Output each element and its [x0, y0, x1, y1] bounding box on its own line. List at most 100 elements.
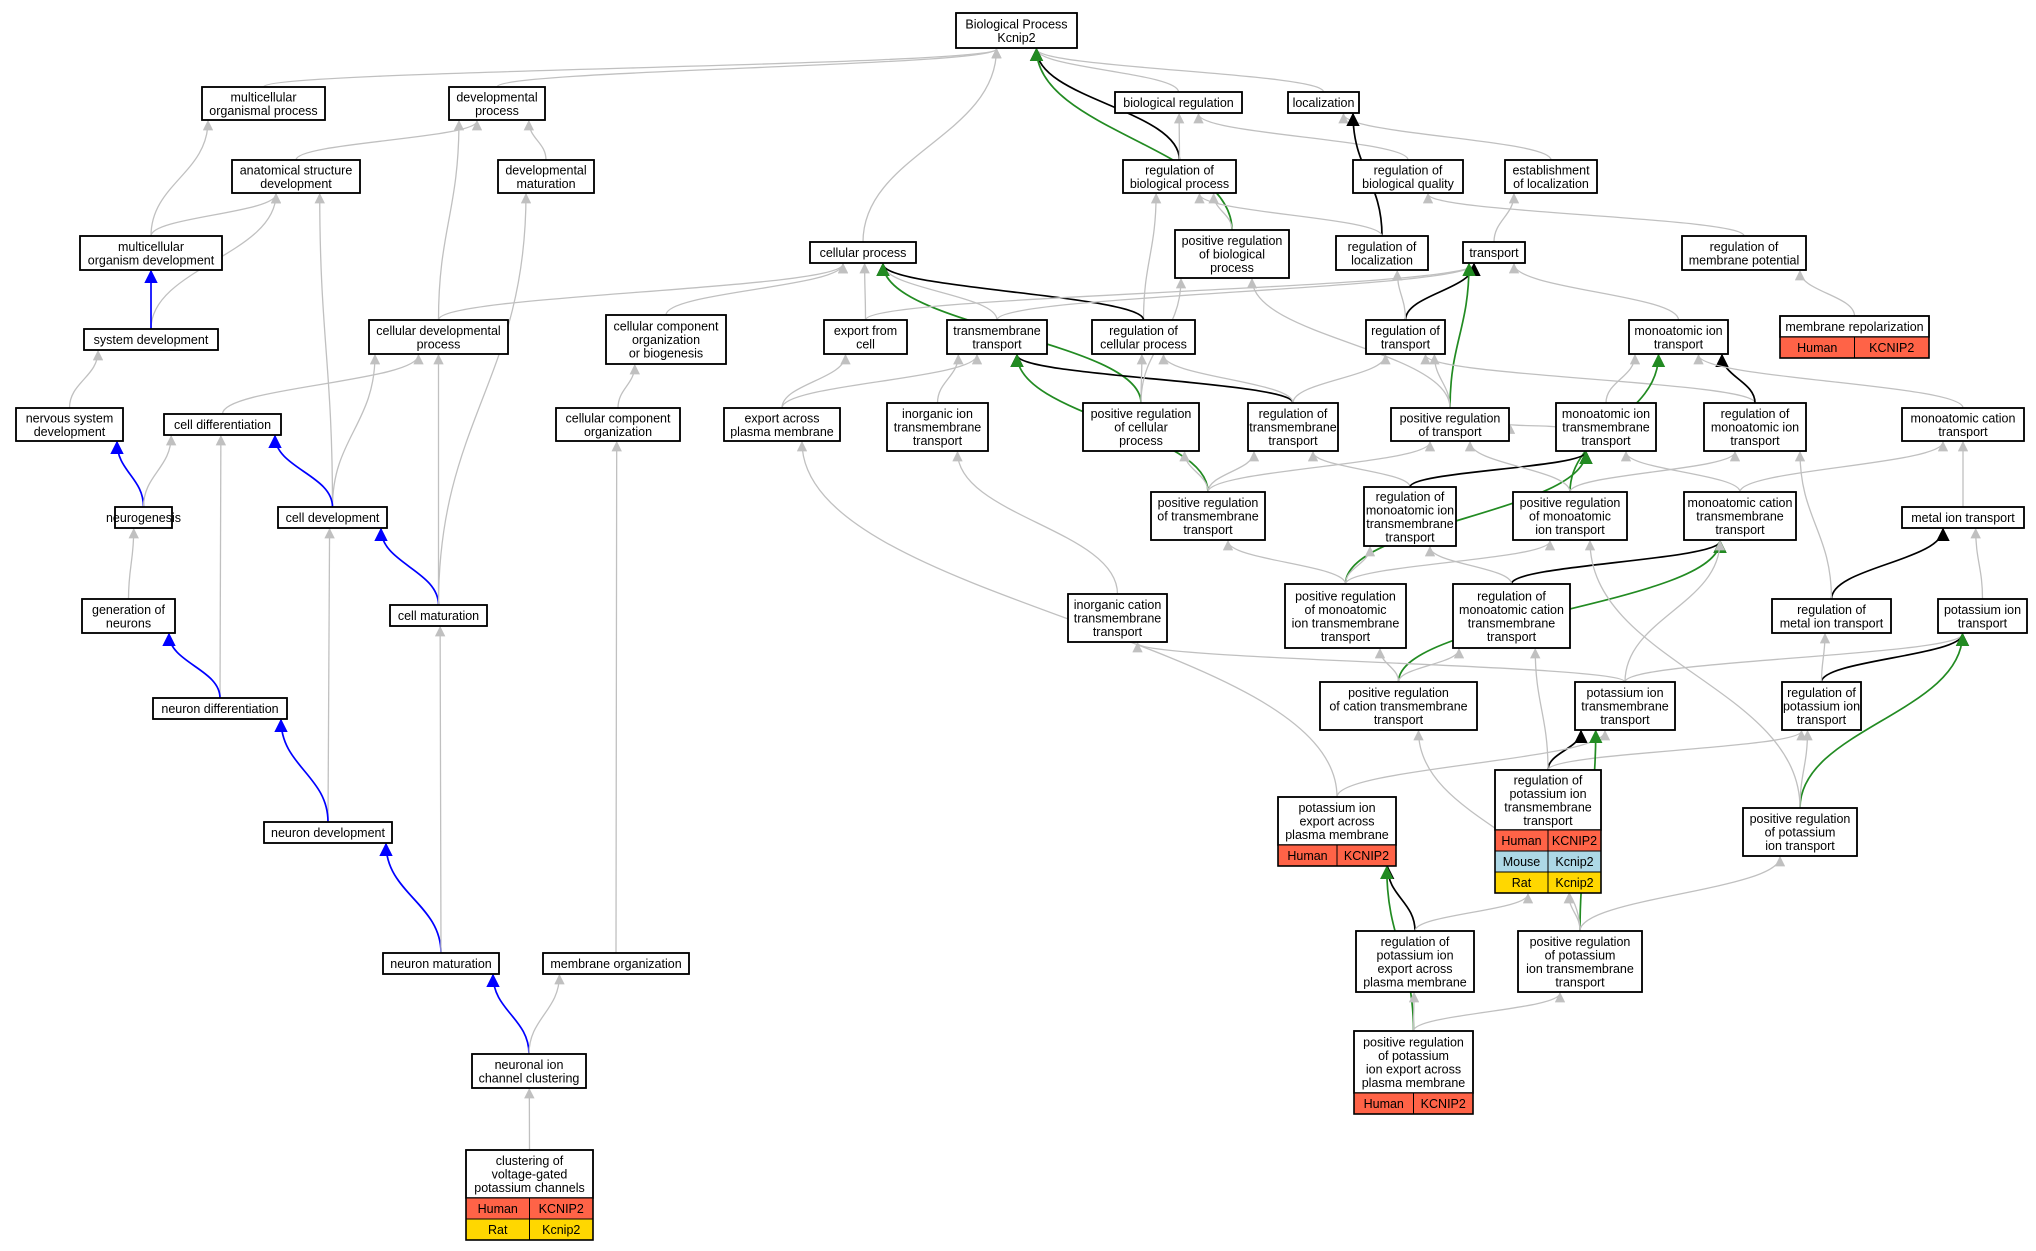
term-label: transmembrane	[1504, 800, 1592, 814]
term-outline	[465, 1149, 594, 1241]
term-outline	[79, 235, 223, 271]
term-label: process	[1210, 261, 1254, 275]
go-term-transport[interactable]: transport	[1462, 241, 1526, 264]
term-label: potassium ion	[1944, 603, 2021, 617]
go-term-cellmat[interactable]: cell maturation	[389, 604, 488, 627]
go-term-loc[interactable]: localization	[1287, 91, 1360, 114]
edge-mact-is_a-mait	[1693, 353, 1964, 409]
go-term-bioreg[interactable]: biological regulation	[1114, 91, 1243, 114]
go-term-metalit[interactable]: metal ion transport	[1901, 506, 2025, 529]
term-label: organism development	[88, 253, 215, 267]
term-label: transport	[1385, 530, 1435, 544]
term-label: organization	[584, 425, 652, 439]
term-outline	[277, 506, 388, 529]
edge-posregtmt-is_a-posregcp	[1179, 450, 1209, 493]
term-outline	[1247, 402, 1339, 452]
go-term-neurdev[interactable]: neuron development	[263, 821, 393, 844]
term-outline	[263, 821, 393, 844]
term-box	[1390, 407, 1510, 442]
go-term-celldiff[interactable]: cell differentiation	[163, 413, 282, 436]
term-outline	[605, 314, 727, 365]
go-term-neurdiff[interactable]: neuron differentiation	[152, 697, 288, 720]
term-label: transport	[1487, 630, 1537, 644]
go-term-sysdev[interactable]: system development	[83, 328, 219, 351]
term-label: cell maturation	[398, 609, 479, 623]
term-label: transport	[1797, 713, 1847, 727]
term-box	[81, 598, 176, 634]
go-term-celldev[interactable]: cell development	[277, 506, 388, 529]
term-label: transport	[1715, 523, 1765, 537]
go-term-memorg[interactable]: membrane organization	[542, 952, 690, 975]
go-term-cellp[interactable]: cellular process	[809, 241, 917, 264]
term-label: transport	[1600, 713, 1650, 727]
term-label: regulation of	[1797, 603, 1866, 617]
term-label: ion transport	[1765, 839, 1835, 853]
go-term-neurmat[interactable]: neuron maturation	[382, 952, 500, 975]
term-box	[1352, 159, 1464, 194]
term-label: process	[475, 104, 519, 118]
term-outline	[1114, 91, 1243, 114]
term-label: ion transport	[1535, 523, 1605, 537]
term-outline	[555, 407, 681, 442]
go-term-neurog[interactable]: neurogenesis	[106, 506, 181, 529]
term-outline	[1779, 315, 1930, 359]
edge-posregmaitt-is_a-posregmait	[1344, 539, 1556, 585]
edge-regcp-regulates-cellp	[876, 262, 1145, 321]
edge-regmaitt-regulates-maitt	[1409, 450, 1593, 488]
term-label: of potassium	[1545, 948, 1616, 962]
edge-posregkit-is_a-posregmait	[1584, 539, 1801, 809]
